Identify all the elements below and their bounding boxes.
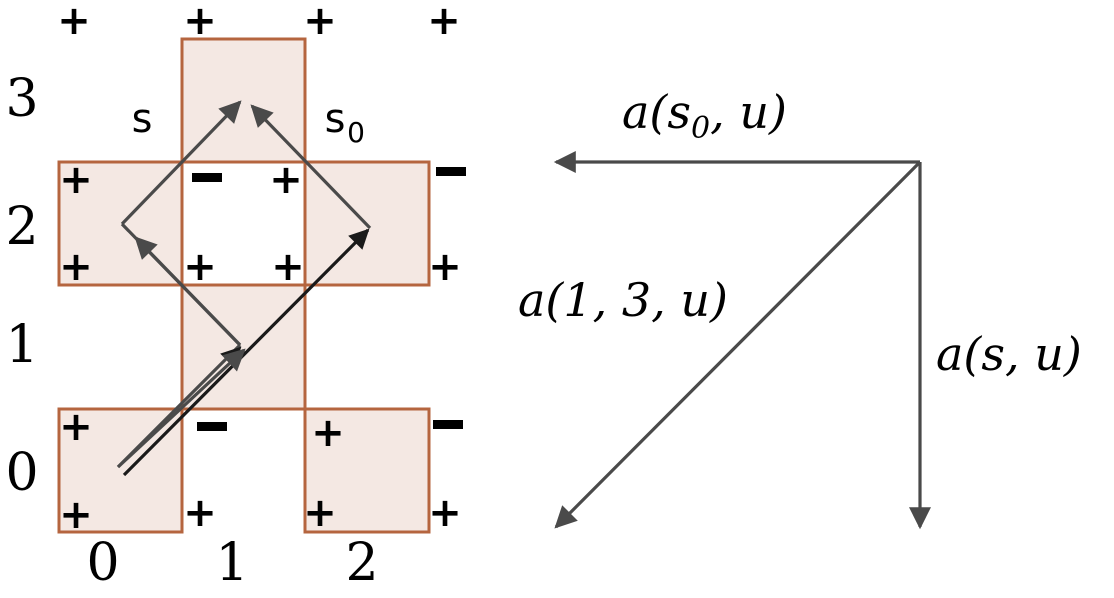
sign-plus: + — [183, 0, 217, 44]
path-arrow-s-1b — [116, 348, 246, 469]
sign-plus: + — [59, 492, 93, 538]
vector-a-1-3-u — [554, 160, 922, 529]
sign-plus: + — [57, 0, 91, 44]
row-tick-3: 3 — [5, 69, 38, 129]
row-tick-2: 2 — [5, 197, 38, 257]
minus-signs — [192, 167, 466, 431]
cell-0-0 — [57, 407, 184, 534]
label-s0: s 0 — [325, 96, 365, 149]
sign-plus: + — [428, 244, 462, 290]
col-tick-1: 1 — [215, 533, 248, 593]
label-s: s — [132, 96, 153, 142]
sign-plus: + — [59, 157, 93, 203]
col-tick-0: 0 — [86, 533, 119, 593]
svg-text:a(s0, u): a(s0, u) — [622, 85, 787, 146]
cell-2-0 — [303, 407, 431, 534]
row-tick-0: 0 — [5, 443, 38, 503]
sign-plus: + — [271, 244, 305, 290]
vector-diagram — [553, 151, 931, 530]
label-a-1-3-u: a(1, 3, u) — [518, 273, 728, 327]
sign-minus — [192, 173, 222, 182]
cell-1-2 — [180, 160, 307, 287]
sign-minus — [436, 167, 466, 176]
plus-signs: + + + + + + + + + + + + + + + + — [57, 0, 462, 538]
sign-minus — [197, 422, 227, 431]
col-ticks: 0 1 2 — [86, 533, 378, 593]
label-s0-main: s — [325, 96, 346, 142]
col-tick-2: 2 — [345, 533, 378, 593]
label-a-s0-u-prefix: a( — [622, 85, 668, 139]
sign-plus: + — [428, 490, 462, 536]
sign-plus: + — [311, 410, 345, 456]
sign-plus: + — [183, 490, 217, 536]
label-a-s0-u-var: s — [667, 85, 691, 139]
path-arrows — [116, 100, 372, 477]
row-ticks: 3 2 1 0 — [5, 69, 38, 503]
row-tick-1: 1 — [5, 315, 38, 375]
label-a-s0-u-sub: 0 — [691, 111, 710, 146]
path-arrow-s0-2 — [250, 104, 372, 230]
label-a-s-u: a(s, u) — [936, 327, 1082, 381]
label-a-s0-u-suffix: , u) — [710, 85, 787, 139]
sign-plus: + — [183, 244, 217, 290]
label-s0-sub: 0 — [347, 116, 365, 149]
sign-plus: + — [303, 490, 337, 536]
path-arrow-s-2-head — [134, 236, 242, 347]
label-a-s0-u: a(s0, u) — [622, 85, 787, 146]
sign-plus: + — [303, 0, 337, 44]
sign-plus: + — [59, 244, 93, 290]
sign-plus: + — [427, 0, 461, 44]
sign-plus: + — [269, 157, 303, 203]
path-arrow-s0-1 — [122, 228, 370, 477]
grid-cells — [57, 37, 431, 534]
sign-plus: + — [59, 404, 93, 450]
path-arrow-s-3 — [120, 100, 242, 226]
sign-minus — [433, 420, 463, 429]
